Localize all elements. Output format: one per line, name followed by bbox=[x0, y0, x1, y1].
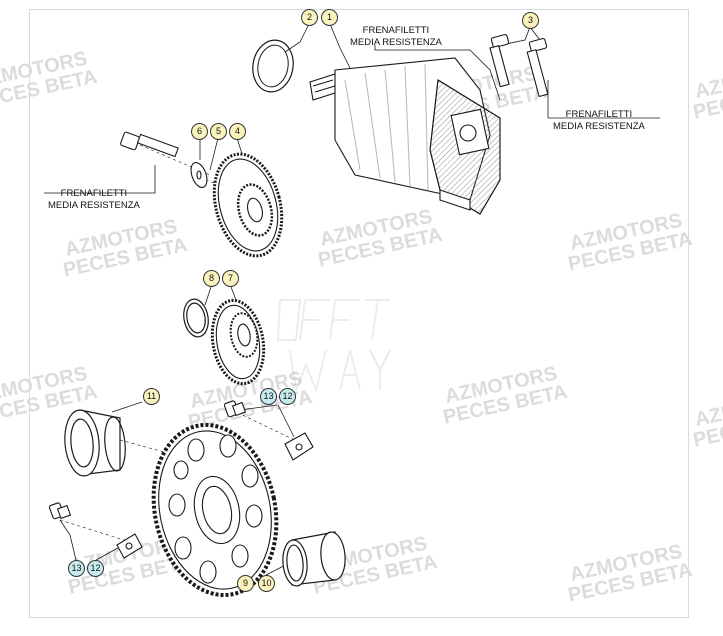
faded-logo bbox=[276, 299, 391, 394]
note-line: MEDIA RESISTENZA bbox=[48, 200, 140, 211]
callout-3[interactable]: 3 bbox=[522, 12, 539, 29]
washer bbox=[190, 162, 208, 188]
screws bbox=[48, 400, 247, 520]
note-line: MEDIA RESISTENZA bbox=[350, 37, 442, 48]
note-line: FRENAFILETTI bbox=[565, 109, 633, 120]
note-line: FRENAFILETTI bbox=[60, 188, 128, 199]
threadlock-note: FRENAFILETTI MEDIA RESISTENZA bbox=[350, 25, 442, 49]
bush bbox=[282, 531, 346, 587]
idler-gear bbox=[212, 152, 284, 258]
callout-12[interactable]: 12 bbox=[87, 560, 104, 577]
o-ring bbox=[252, 39, 294, 93]
callout-11[interactable]: 11 bbox=[143, 388, 160, 405]
intermediate-gear bbox=[210, 298, 266, 386]
starter-driven-gear bbox=[151, 422, 279, 598]
retaining-plates bbox=[116, 432, 314, 559]
callout-13[interactable]: 13 bbox=[260, 388, 277, 405]
note-line: FRENAFILETTI bbox=[362, 25, 430, 36]
callout-13[interactable]: 13 bbox=[68, 560, 85, 577]
callout-10[interactable]: 10 bbox=[258, 575, 275, 592]
starter-motor bbox=[309, 57, 501, 215]
callout-5[interactable]: 5 bbox=[210, 123, 227, 140]
threadlock-note: FRENAFILETTI MEDIA RESISTENZA bbox=[553, 109, 645, 133]
callout-6[interactable]: 6 bbox=[191, 123, 208, 140]
threadlock-note: FRENAFILETTI MEDIA RESISTENZA bbox=[48, 188, 140, 212]
callout-12[interactable]: 12 bbox=[279, 388, 296, 405]
leader-lines bbox=[44, 23, 660, 576]
diagram-frame bbox=[29, 9, 689, 618]
motor-bolts bbox=[489, 33, 549, 98]
note-line: MEDIA RESISTENZA bbox=[553, 121, 645, 132]
callout-7[interactable]: 7 bbox=[222, 270, 239, 287]
callout-2[interactable]: 2 bbox=[301, 9, 318, 26]
idler-bolt bbox=[120, 131, 179, 158]
circlip bbox=[183, 298, 209, 338]
callout-9[interactable]: 9 bbox=[237, 575, 254, 592]
callout-8[interactable]: 8 bbox=[203, 270, 220, 287]
seal-ring bbox=[64, 409, 126, 477]
callout-4[interactable]: 4 bbox=[229, 123, 246, 140]
callout-1[interactable]: 1 bbox=[321, 9, 338, 26]
